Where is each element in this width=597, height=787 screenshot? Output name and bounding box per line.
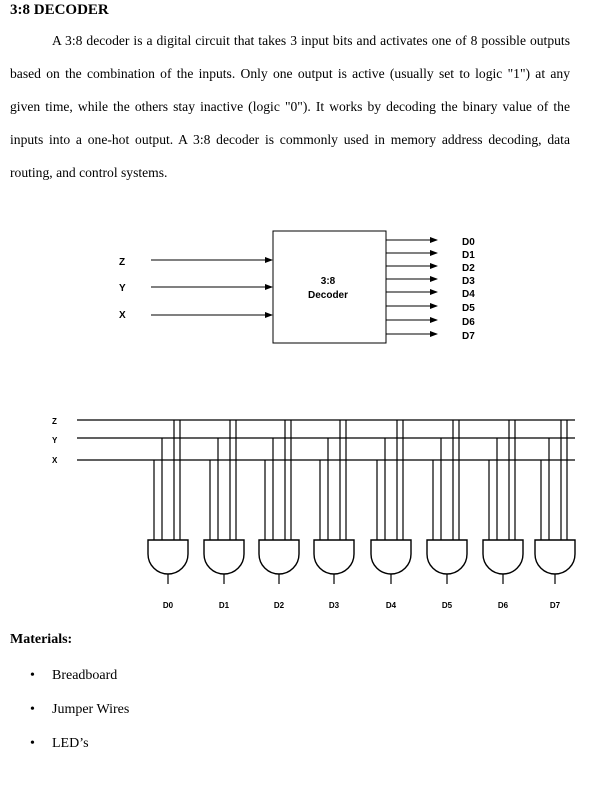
block-output-label-d5: D5	[462, 303, 475, 314]
block-input-label-x: X	[119, 310, 126, 321]
block-output-label-d3: D3	[462, 276, 475, 287]
gate-input-label-y: Y	[52, 436, 58, 445]
document-title: 3:8 DECODER	[10, 2, 109, 18]
gate-wires	[153, 420, 568, 584]
materials-list: • Breadboard • Jumper Wires • LED’s	[30, 668, 129, 770]
gate-output-label-d3: D3	[329, 601, 340, 610]
materials-item-label: Breadboard	[52, 668, 118, 683]
and-gate-d2	[258, 539, 300, 575]
materials-item-label: Jumper Wires	[52, 702, 130, 717]
intro-paragraph: A 3:8 decoder is a digital circuit that …	[10, 24, 570, 189]
gate-input-label-x: X	[52, 456, 58, 465]
gate-output-label-d5: D5	[442, 601, 453, 610]
and-gate-d7	[534, 539, 576, 575]
materials-list-item: • LED’s	[30, 736, 129, 770]
gate-output-labels: D0 D1 D2 D3 D4 D5 D6 D7	[163, 601, 561, 610]
block-output-arrows	[386, 237, 438, 337]
block-output-label-d2: D2	[462, 263, 475, 274]
and-gate-d0	[147, 539, 189, 575]
and-gate-d3	[313, 539, 355, 575]
decoder-block	[272, 230, 387, 344]
gate-output-label-d2: D2	[274, 601, 285, 610]
materials-item-label: LED’s	[52, 736, 89, 751]
and-gates	[147, 539, 576, 575]
block-output-label-d1: D1	[462, 250, 475, 261]
gate-output-label-d4: D4	[386, 601, 397, 610]
materials-list-item: • Jumper Wires	[30, 702, 129, 736]
block-output-label-d0: D0	[462, 237, 475, 248]
decoder-block-label-ratio: 3:8	[321, 276, 336, 287]
gate-output-label-d1: D1	[219, 601, 230, 610]
gate-input-label-z: Z	[52, 417, 57, 426]
bullet-icon: •	[30, 736, 35, 751]
materials-heading: Materials:	[10, 632, 73, 647]
gate-output-label-d7: D7	[550, 601, 561, 610]
bullet-icon: •	[30, 702, 35, 717]
block-output-label-d4: D4	[462, 289, 475, 300]
gate-output-label-d6: D6	[498, 601, 509, 610]
and-gate-d6	[482, 539, 524, 575]
materials-list-item: • Breadboard	[30, 668, 129, 702]
decoder-block-label-name: Decoder	[308, 290, 348, 301]
and-gate-d1	[203, 539, 245, 575]
block-input-label-z: Z	[119, 257, 125, 268]
intro-paragraph-text: A 3:8 decoder is a digital circuit that …	[10, 33, 570, 180]
and-gate-d5	[426, 539, 468, 575]
and-gate-d4	[370, 539, 412, 575]
block-input-label-y: Y	[119, 283, 126, 294]
gate-output-label-d0: D0	[163, 601, 174, 610]
bullet-icon: •	[30, 668, 35, 683]
gate-diagram: Z Y X D0 D1 D2 D3 D4 D5 D6 D7	[52, 417, 576, 610]
block-output-label-d7: D7	[462, 331, 475, 342]
block-output-label-d6: D6	[462, 317, 475, 328]
